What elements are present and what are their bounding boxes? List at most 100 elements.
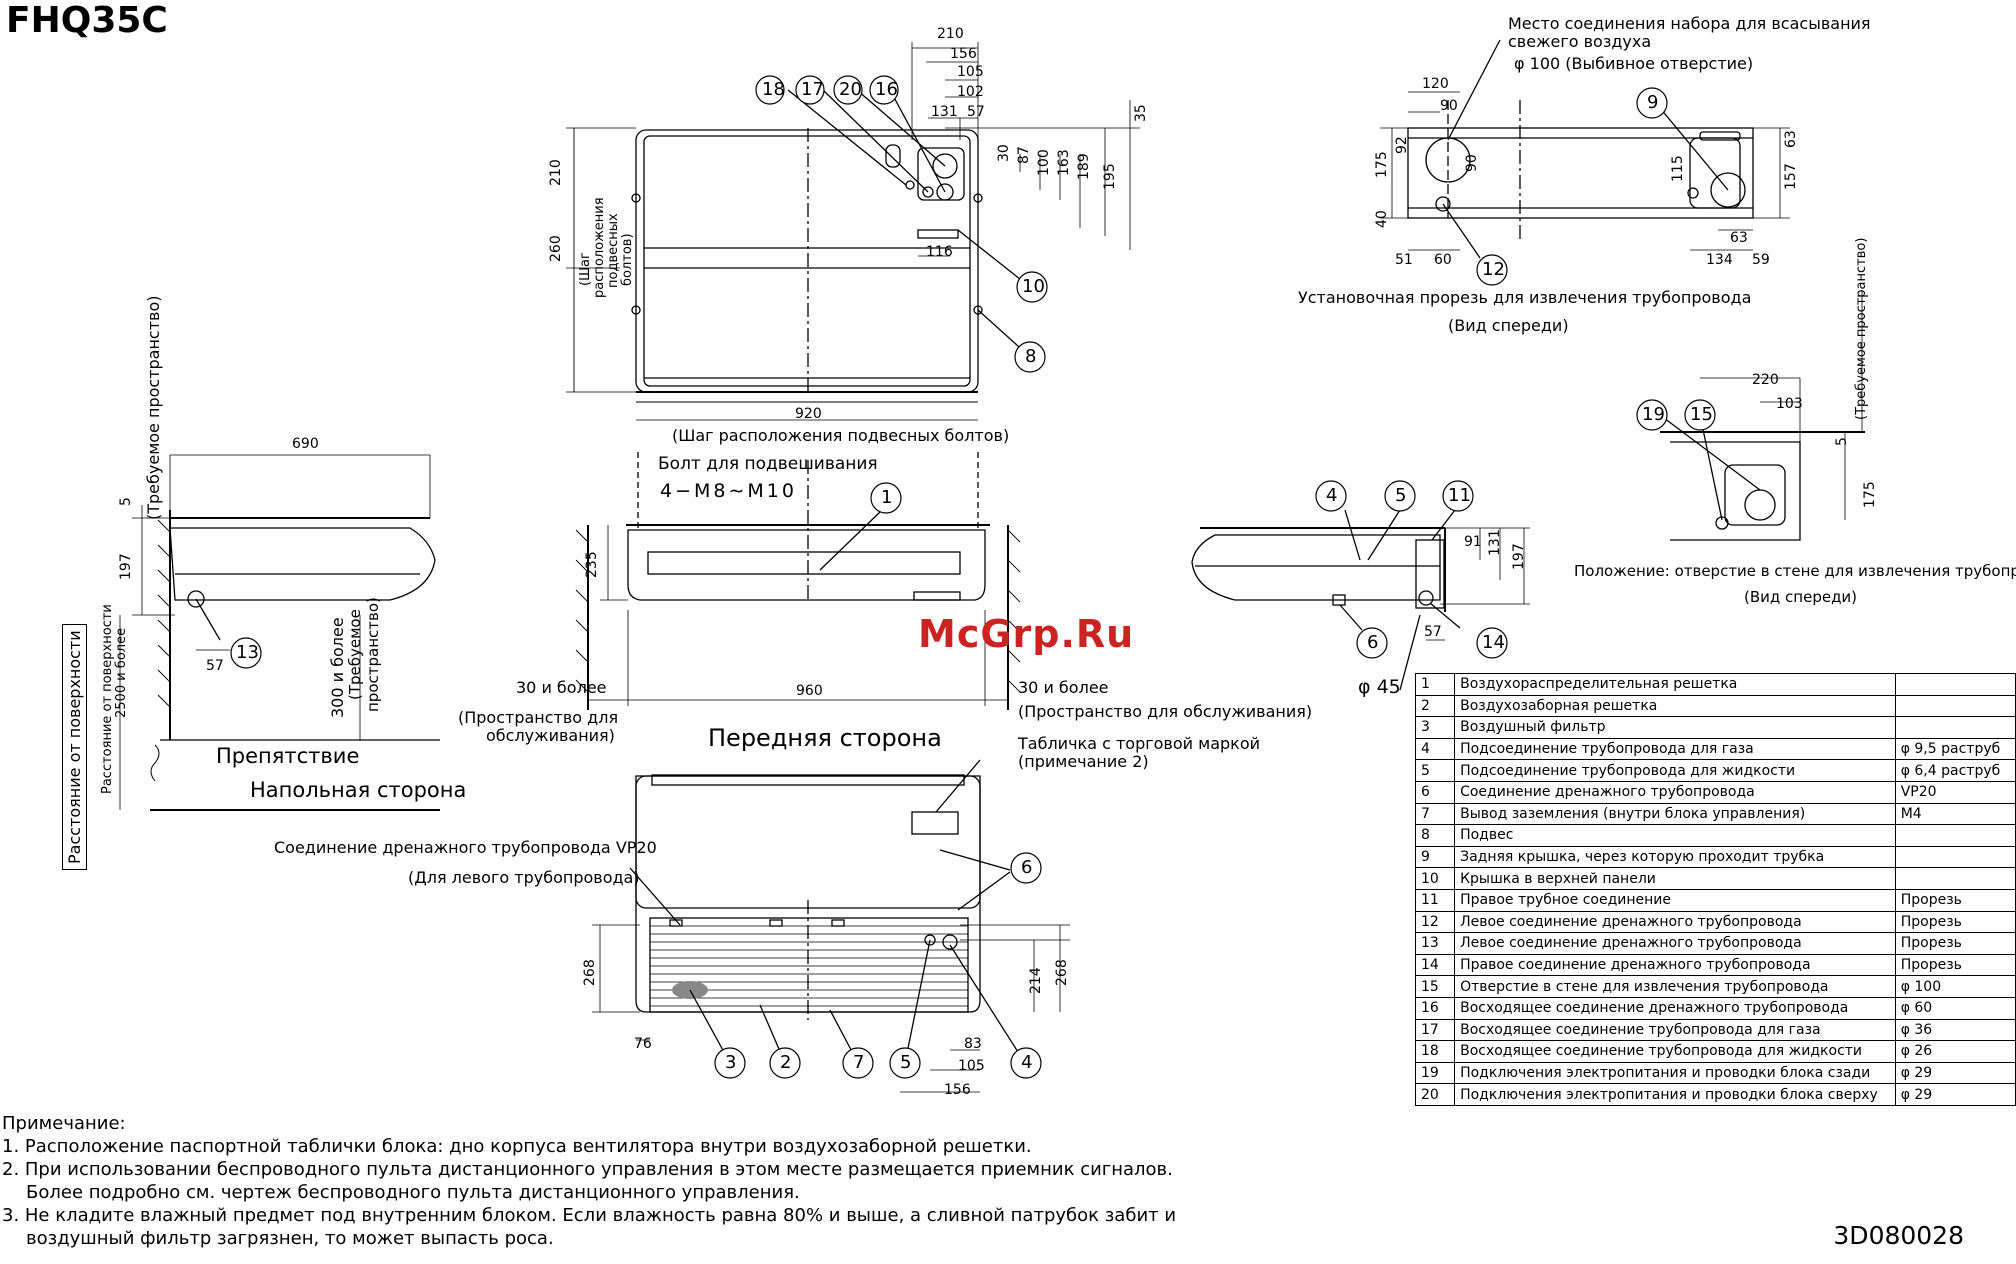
dim-260: 260 <box>548 235 564 262</box>
label-bolt-pitch-v4: болтов) <box>620 233 635 286</box>
dim-214: 214 <box>1028 967 1044 994</box>
dim-175-wall: 175 <box>1862 481 1878 508</box>
legend-description: Вывод заземления (внутри блока управлени… <box>1454 802 1896 826</box>
callout-7: 7 <box>853 1052 865 1073</box>
label-required-space: (Требуемое пространство) <box>144 295 163 520</box>
legend-description: Подсоединение трубопровода для жидкости <box>1454 759 1896 782</box>
label-distance-2500-a: Расстояние от поверхности <box>100 604 115 794</box>
label-bolt-pitch-v1: (Шаг <box>578 252 593 286</box>
legend-spec: Прорезь <box>1894 953 2016 977</box>
legend-spec: φ 29 <box>1894 1083 2016 1106</box>
legend-description: Соединение дренажного трубопровода <box>1454 780 1896 804</box>
label-bolt-spec: 4−M8∼M10 <box>660 480 797 502</box>
dim-197-left: 197 <box>118 553 134 580</box>
dim-195: 195 <box>1102 163 1118 190</box>
legend-description: Задняя крышка, через которую проходит тр… <box>1454 845 1896 869</box>
label-bolt-pitch-v3: подвесных <box>606 213 621 288</box>
callout-12: 12 <box>1482 259 1505 280</box>
dim-268-right: 268 <box>1054 959 1070 986</box>
callout-2: 2 <box>780 1052 792 1073</box>
dim-76: 76 <box>634 1036 652 1052</box>
dim-960: 960 <box>796 683 823 699</box>
callout-9: 9 <box>1647 92 1659 113</box>
document-number: 3D080028 <box>1833 1221 1964 1250</box>
legend-number: 10 <box>1414 867 1456 890</box>
dim-100: 100 <box>1036 149 1052 176</box>
note-1: 1. Расположение паспортной таблички блок… <box>2 1136 1032 1157</box>
dim-116: 116 <box>926 244 953 260</box>
legend-spec: φ 26 <box>1894 1040 2016 1063</box>
callout-4-bottom: 4 <box>1021 1052 1033 1073</box>
legend-spec: Прорезь <box>1894 932 2016 955</box>
dim-210-left: 210 <box>548 159 564 186</box>
label-nameplate-2: (примечание 2) <box>1018 752 1149 771</box>
dim-920: 920 <box>795 406 822 422</box>
note-3b: воздушный фильтр загрязнен, то может вып… <box>26 1228 554 1249</box>
legend-number: 15 <box>1414 975 1456 998</box>
dim-63: 63 <box>1783 130 1799 148</box>
dim-189: 189 <box>1076 153 1092 180</box>
notes-heading: Примечание: <box>2 1113 126 1134</box>
wall-hole-view <box>1659 290 1865 541</box>
legend-description: Отверстие в стене для извлечения трубопр… <box>1454 975 1896 998</box>
legend-spec <box>1894 867 2016 890</box>
callout-8: 8 <box>1025 346 1037 367</box>
legend-spec: φ 29 <box>1894 1061 2016 1085</box>
callout-6-bottom: 6 <box>1021 857 1033 878</box>
dim-51: 51 <box>1395 252 1413 268</box>
legend-description: Подвес <box>1454 824 1896 847</box>
legend-description: Восходящее соединение дренажного трубопр… <box>1454 996 1896 1020</box>
label-space-30-right: 30 и более <box>1018 678 1109 697</box>
dim-87: 87 <box>1016 146 1032 164</box>
legend-number: 16 <box>1414 996 1456 1020</box>
legend-description: Восходящее соединение трубопровода для ж… <box>1454 1040 1896 1063</box>
legend-description: Левое соединение дренажного трубопровода <box>1454 932 1896 955</box>
callout-5-bottom: 5 <box>900 1052 912 1073</box>
label-space-30-left: 30 и более <box>516 678 607 697</box>
dim-163: 163 <box>1056 149 1072 176</box>
notes: Примечание: 1. Расположение паспортной т… <box>2 1112 1176 1250</box>
callout-circles <box>230 75 1716 1079</box>
dim-90: 90 <box>1440 98 1458 114</box>
legend-description: Подсоединение трубопровода для газа <box>1454 737 1896 761</box>
label-drain-vp20: Соединение дренажного трубопровода VP20 <box>274 838 657 857</box>
legend-number: 14 <box>1414 953 1456 977</box>
label-fresh-air-2: свежего воздуха <box>1508 32 1652 51</box>
legend-spec: φ 6,4 раструб <box>1894 759 2016 782</box>
callout-20: 20 <box>839 79 862 100</box>
dim-120: 120 <box>1422 76 1449 92</box>
callout-19: 19 <box>1642 404 1665 425</box>
legend-number: 5 <box>1414 759 1456 782</box>
label-required-space-right: (Требуемое пространство) <box>1854 237 1869 420</box>
right-side-view <box>1191 509 1530 691</box>
label-bolt-pitch: (Шаг расположения подвесных болтов) <box>672 426 1010 445</box>
legend-number: 4 <box>1414 737 1456 761</box>
callout-16: 16 <box>875 79 898 100</box>
label-floor-side: Напольная сторона <box>250 778 467 802</box>
legend-number: 19 <box>1414 1061 1456 1085</box>
legend-spec: φ 9,5 раструб <box>1894 737 2016 761</box>
dim-134: 134 <box>1706 252 1733 268</box>
callout-14: 14 <box>1482 632 1505 653</box>
label-nameplate-1: Табличка с торговой маркой <box>1018 734 1261 753</box>
dim-197-right: 197 <box>1511 543 1527 570</box>
dim-91: 91 <box>1464 534 1482 550</box>
dim-59: 59 <box>1752 252 1770 268</box>
legend-spec: φ 36 <box>1894 1018 2016 1042</box>
